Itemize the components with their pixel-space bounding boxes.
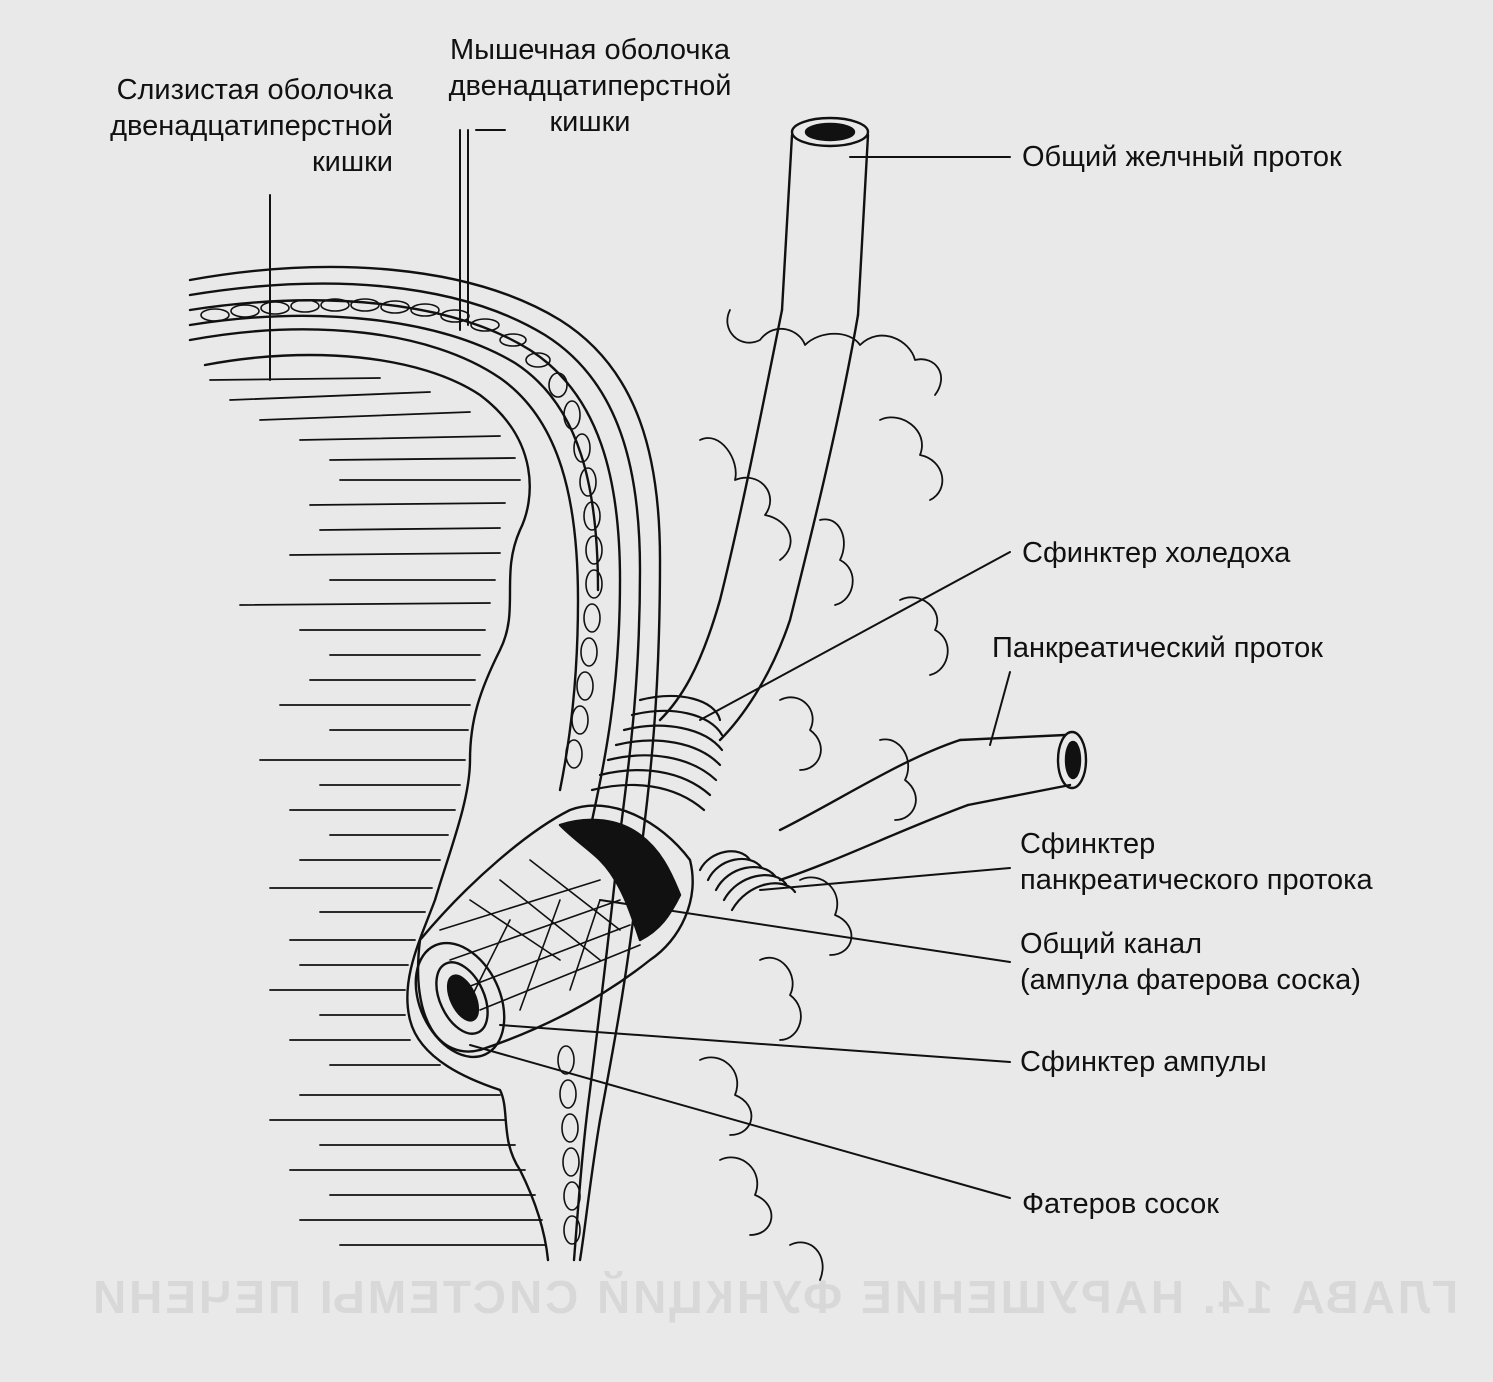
vater-papilla-inner [435, 961, 489, 1035]
label-vater-papilla: Фатеров сосок [1022, 1188, 1219, 1220]
pancreatic-sphincter-rings [698, 850, 797, 912]
bile-duct-course-2 [718, 313, 860, 742]
bile-duct-course [658, 308, 784, 722]
label-common-channel: Общий канал (ампула фатерова соска) [1020, 928, 1361, 996]
submucosa-line [188, 328, 580, 792]
pancreatic-duct-course-2 [778, 803, 970, 882]
mucosal-folds [209, 377, 547, 1246]
duodenum-outer-wall [188, 265, 662, 1262]
leader-choledochal-sphincter [699, 551, 1011, 721]
leader-pancreatic-sphincter [759, 867, 1011, 891]
label-pancreatic-duct: Панкреатический проток [992, 632, 1323, 664]
label-pancreatic-duct-sphincter: Сфинктер панкреатического протока [1020, 828, 1373, 896]
label-mucosa: Слизистая оболочка двенадцатиперстной ки… [110, 74, 393, 178]
leader-vater-papilla [469, 1044, 1011, 1199]
vater-papilla-orifice [446, 974, 480, 1022]
ampulla-wall [416, 804, 694, 1053]
pancreatic-tissue [699, 309, 949, 1281]
mucosa-surface [203, 353, 550, 1262]
vater-papilla-outer [414, 941, 506, 1059]
label-muscularis: Мышечная оболочка двенадцатиперстной киш… [448, 34, 732, 138]
leader-ampulla-sphincter [499, 1024, 1011, 1063]
leader-lines [269, 129, 1011, 1199]
ampulla-fibres [439, 859, 641, 1011]
label-choledochal-sphincter: Сфинктер холедоха [1022, 537, 1291, 569]
pancreatic-duct-lumen [1064, 740, 1082, 780]
pancreatic-duct-course [778, 738, 962, 832]
duodenum-muscle-line-2 [188, 299, 622, 832]
pancreatic-duct-bottom [966, 783, 1072, 807]
pancreatic-duct-top [958, 733, 1067, 742]
common-bile-duct-opening [790, 116, 870, 148]
label-common-bile-duct: Общий желчный проток [1022, 141, 1342, 173]
choledochal-sphincter-rings [590, 695, 724, 812]
ampulla-dark-lumen [558, 818, 682, 942]
leader-common-channel [599, 899, 1011, 963]
pancreatic-duct-opening [1056, 730, 1088, 790]
label-ampulla-sphincter: Сфинктер ампулы [1020, 1046, 1267, 1078]
common-bile-duct-right [856, 133, 870, 317]
leader-pancreatic-duct [989, 671, 1011, 746]
submucosa-cells [200, 298, 603, 1245]
common-bile-duct-lumen [804, 122, 856, 142]
common-bile-duct-left [780, 133, 794, 312]
